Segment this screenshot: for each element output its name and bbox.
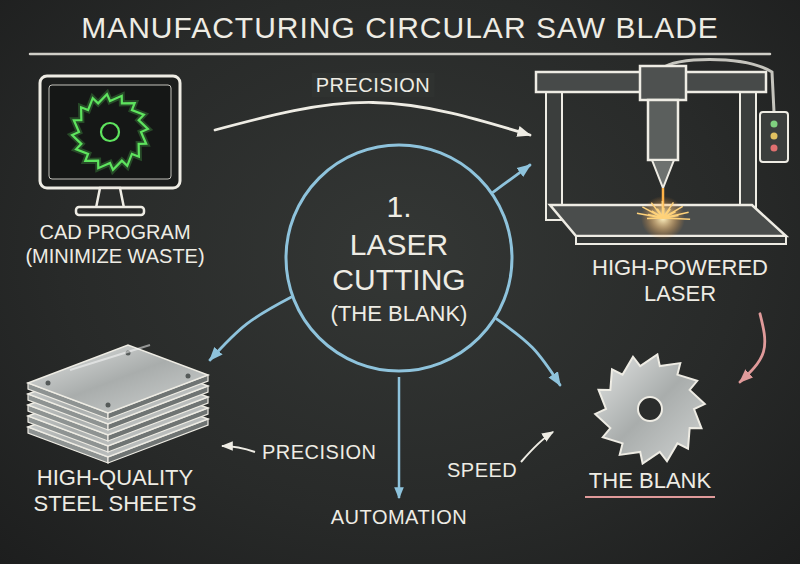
- flow-arrow: [215, 102, 530, 135]
- monitor-stand: [96, 188, 124, 208]
- illustration-space: [15, 68, 215, 220]
- spark: [642, 207, 663, 218]
- caption: CAD PROGRAM (MINIMIZE WASTE): [15, 220, 215, 268]
- control-button: [771, 121, 778, 128]
- laser-head: [648, 100, 678, 160]
- spark: [663, 206, 683, 218]
- edge-label: PRECISION: [312, 73, 435, 97]
- monitor-base: [76, 207, 144, 215]
- caption-text: THE BLANK: [585, 468, 715, 498]
- screw-hole: [106, 403, 111, 408]
- caption: HIGH-POWERED LASER: [580, 255, 780, 308]
- flow-arrow: [497, 319, 560, 385]
- title: MANUFACTURING CIRCULAR SAW BLADE: [0, 10, 800, 46]
- spark: [651, 203, 663, 218]
- benefit-label: AUTOMATION: [331, 505, 467, 529]
- cad-node: CAD PROGRAM (MINIMIZE WASTE): [15, 68, 215, 274]
- screw-hole: [46, 381, 51, 386]
- carriage: [640, 66, 686, 100]
- monitor-frame: [40, 76, 180, 188]
- illustration-space: [530, 50, 790, 255]
- step-title: LASER CUTTING: [313, 228, 485, 297]
- table-edge: [576, 236, 786, 244]
- nozzle: [652, 160, 674, 188]
- illustration-space: [560, 350, 740, 468]
- flow-arrow: [210, 297, 291, 360]
- arbor-hole: [638, 397, 662, 421]
- caption: THE BLANK: [560, 468, 740, 498]
- steel-stack: [28, 345, 208, 463]
- spark: [663, 212, 689, 218]
- benefit-label: SPEED: [447, 458, 517, 482]
- gantry-leg: [546, 90, 562, 220]
- title-underline: [30, 53, 770, 56]
- spark: [663, 218, 690, 219]
- leader-arrow: [398, 377, 401, 498]
- caption: HIGH-QUALITY STEEL SHEETS: [20, 465, 210, 518]
- gantry-leg: [740, 90, 756, 220]
- blade-body: [595, 354, 705, 463]
- sheet-top: [28, 345, 208, 413]
- laser-machine: [536, 60, 788, 245]
- machine-node: HIGH-POWERED LASER: [530, 50, 790, 314]
- material-node: HIGH-QUALITY STEEL SHEETS: [20, 330, 210, 524]
- monitor-icon: [40, 76, 180, 215]
- step-number: 1.: [313, 190, 485, 225]
- flow-arrow: [740, 314, 765, 382]
- process-circle: 1.LASER CUTTING (THE BLANK): [284, 143, 514, 373]
- leader-arrow: [521, 432, 553, 462]
- product-node: THE BLANK: [560, 350, 740, 504]
- saw-outline: [72, 94, 148, 170]
- screw-hole: [186, 374, 191, 379]
- monitor-screen: [49, 85, 171, 179]
- control-box: [760, 112, 788, 162]
- control-button: [771, 133, 778, 140]
- saw-hole: [101, 123, 119, 141]
- flow-arrow: [493, 165, 530, 192]
- saw-glow: [72, 94, 148, 170]
- illustration-space: [20, 330, 210, 465]
- circle-border: [286, 145, 512, 371]
- benefit-label: PRECISION: [262, 440, 377, 464]
- sheen: [70, 345, 150, 370]
- blank-blade: [595, 354, 705, 463]
- leader-arrow: [222, 446, 255, 452]
- step-note: (THE BLANK): [313, 301, 485, 326]
- control-button: [771, 145, 778, 152]
- spark: [662, 201, 664, 218]
